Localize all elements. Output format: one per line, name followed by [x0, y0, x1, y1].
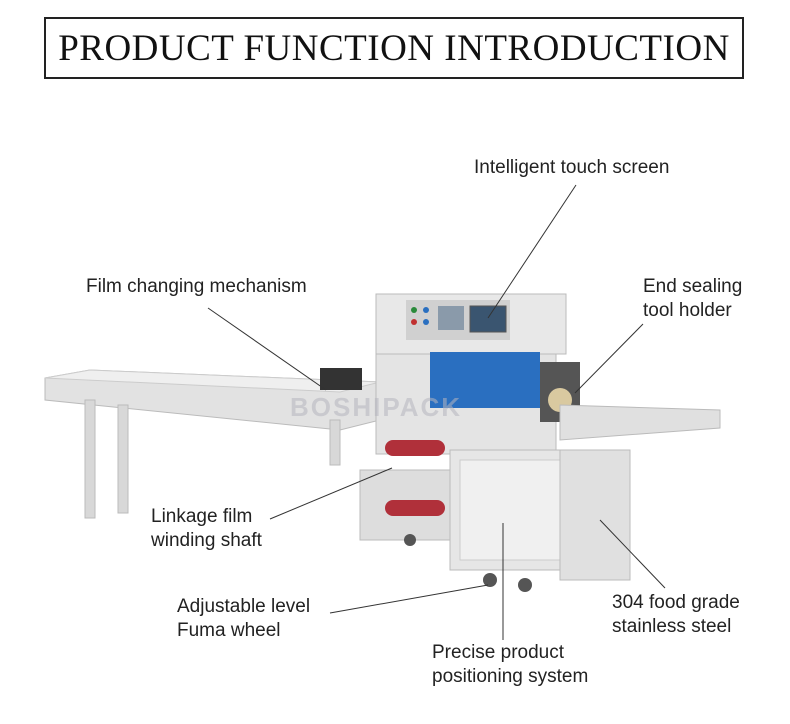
label-line: stainless steel [612, 616, 732, 637]
infeed-conveyor [44, 369, 381, 519]
label-steel: 304 food grade stainless steel [612, 591, 740, 639]
label-line: positioning system [432, 666, 589, 687]
leader-film-changing [207, 307, 327, 391]
label-linkage: Linkage film winding shaft [151, 505, 262, 553]
machine-body [320, 352, 721, 592]
leader-linkage [269, 467, 393, 520]
leader-end-sealing [574, 323, 644, 394]
label-end-sealing: End sealing tool holder [643, 275, 742, 323]
page-title: PRODUCT FUNCTION INTRODUCTION [58, 27, 730, 69]
title-box: PRODUCT FUNCTION INTRODUCTION [44, 17, 744, 79]
label-line: Linkage film [151, 506, 253, 527]
label-line: winding shaft [151, 530, 262, 551]
label-film-changing: Film changing mechanism [86, 276, 307, 297]
label-wheel: Adjustable level Fuma wheel [177, 595, 310, 643]
label-line: 304 food grade [612, 592, 740, 613]
leader-touch-screen [487, 184, 577, 319]
label-line: Fuma wheel [177, 620, 281, 641]
leader-lines [207, 184, 666, 640]
leader-wheel [329, 584, 489, 614]
roller [385, 440, 445, 456]
leader-steel [599, 519, 666, 589]
blue-cover [430, 352, 540, 408]
watermark: BOSHIPACK [290, 392, 463, 422]
label-line: Adjustable level [177, 596, 311, 617]
label-line: Precise product [432, 642, 565, 663]
label-line: End sealing [643, 276, 743, 297]
control-panel [375, 293, 567, 355]
label-touch-screen: Intelligent touch screen [474, 157, 670, 178]
label-positioning: Precise product positioning system [432, 641, 588, 689]
touch-screen [469, 305, 507, 333]
label-line: tool holder [643, 300, 732, 321]
